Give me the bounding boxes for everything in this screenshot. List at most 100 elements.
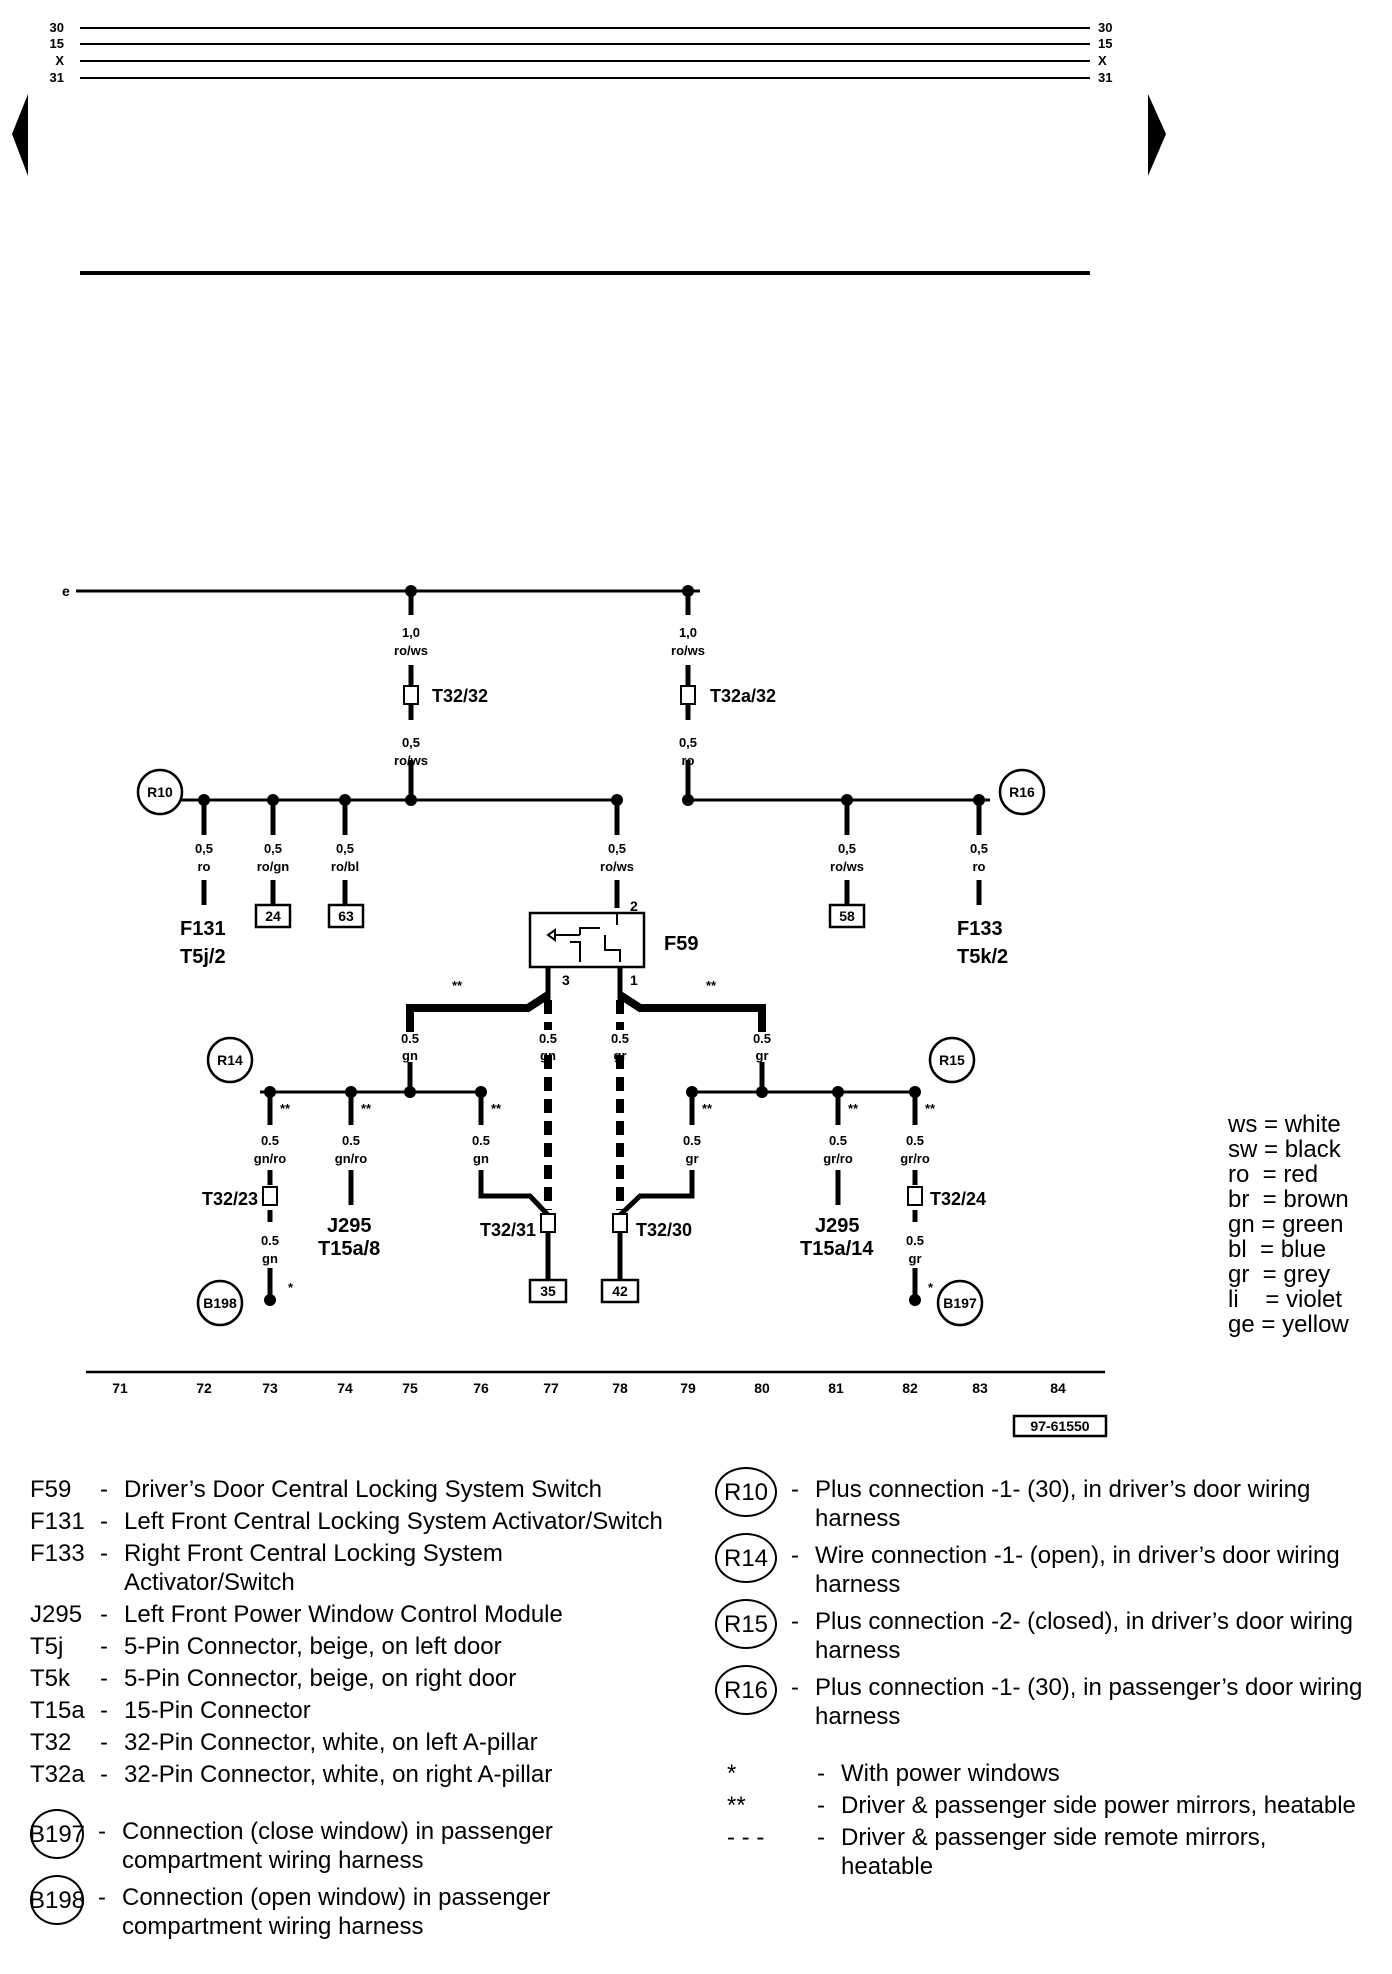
- node-label: R14: [217, 1052, 243, 1068]
- color-name: brown: [1283, 1186, 1349, 1213]
- color-key-row: ge = yellow: [1228, 1311, 1349, 1338]
- wire-size: 0.5: [472, 1133, 490, 1148]
- ref-label: 24: [265, 908, 281, 924]
- wire-color: gn: [540, 1048, 556, 1063]
- node-label: R15: [939, 1052, 965, 1068]
- wire-size: 0.5: [539, 1031, 557, 1046]
- color-name: yellow: [1282, 1311, 1349, 1338]
- legend-code: R15: [715, 1599, 777, 1649]
- wire-color: ro/gn: [257, 859, 290, 874]
- node-label: R16: [1009, 784, 1035, 800]
- bus-label-x-right: X: [1098, 53, 1107, 68]
- color-abbr: br: [1228, 1186, 1250, 1213]
- grid-number: 81: [828, 1380, 844, 1396]
- connector-t32-23-icon: [262, 1186, 278, 1206]
- component-f133: F133: [957, 918, 1003, 940]
- legend-desc: Connection (close window) in passenger c…: [122, 1818, 553, 1874]
- legend-desc: 32-Pin Connector, white, on left A-pilla…: [124, 1729, 538, 1756]
- legend-row: B198-Connection (open window) in passeng…: [29, 1875, 670, 1941]
- ref-box-24: [254, 903, 292, 929]
- legend-row: R14-Wire connection -1- (open), in drive…: [715, 1533, 1365, 1599]
- color-abbr: gn: [1228, 1211, 1255, 1238]
- color-name: white: [1284, 1111, 1341, 1138]
- wire-color: ro/ws: [600, 859, 634, 874]
- color-key-row: gr = grey: [1228, 1261, 1331, 1288]
- color-name: grey: [1283, 1261, 1331, 1288]
- legend-components: F59-Driver’s Door Central Locking System…: [29, 1475, 670, 1944]
- marker-double-asterisk: **: [848, 1101, 859, 1116]
- wire-size: 0.5: [342, 1133, 360, 1148]
- wire-size: 0.5: [401, 1031, 419, 1046]
- legend-desc: 5-Pin Connector, beige, on right door: [124, 1665, 517, 1692]
- connector-label-t32-31: T32/31: [480, 1220, 536, 1240]
- color-key-row: ro = red: [1228, 1161, 1319, 1188]
- legend-row: T15a-15-Pin Connector: [30, 1696, 670, 1725]
- legend-code: F59: [30, 1476, 72, 1503]
- connector-label-t32-23: T32/23: [202, 1189, 258, 1209]
- legend-symbol: - - -: [727, 1824, 765, 1851]
- legend-row: T5k-5-Pin Connector, beige, on right doo…: [30, 1664, 670, 1693]
- wire-size: 0,5: [838, 841, 856, 856]
- marker-double-asterisk: **: [361, 1101, 372, 1116]
- wire-color: gn: [262, 1251, 278, 1266]
- grid-number: 80: [754, 1380, 770, 1396]
- feed-label: e: [62, 583, 70, 599]
- grid-number: 72: [196, 1380, 212, 1396]
- ref-label: 63: [338, 908, 354, 924]
- wire-color: gr/ro: [823, 1151, 853, 1166]
- legend-desc: Left Front Central Locking System Activa…: [124, 1508, 663, 1535]
- node-r10: [136, 768, 184, 816]
- color-abbr: ws: [1228, 1111, 1258, 1138]
- wire-size: 1,0: [679, 625, 697, 640]
- circuit: [76, 589, 1105, 1374]
- legend-code: B198: [29, 1875, 85, 1925]
- node-b198: [196, 1279, 244, 1327]
- legend-code: T5j: [30, 1633, 64, 1660]
- marker-double-asterisk: **: [280, 1101, 291, 1116]
- color-key-row: ws = white: [1228, 1111, 1341, 1138]
- legend-row: T5j-5-Pin Connector, beige, on left door: [30, 1632, 670, 1661]
- component-f59: F59: [664, 933, 698, 955]
- legend-row: F59-Driver’s Door Central Locking System…: [30, 1475, 670, 1504]
- component-t5j: T5j/2: [180, 946, 226, 968]
- component-j295-left: J295: [327, 1215, 372, 1237]
- legend-desc: Driver’s Door Central Locking System Swi…: [124, 1476, 602, 1503]
- figure-id: 97-61550: [1030, 1418, 1089, 1434]
- legend-symbol: *: [727, 1760, 737, 1787]
- legend-code: R14: [715, 1533, 777, 1583]
- legend-desc: Right Front Central Locking System Activ…: [124, 1540, 503, 1596]
- legend-code: T32a: [30, 1761, 85, 1788]
- legend-desc: Plus connection -1- (30), in driver’s do…: [815, 1476, 1311, 1532]
- grid-number: 78: [612, 1380, 628, 1396]
- grid-number: 74: [337, 1380, 353, 1396]
- legend-desc: 15-Pin Connector: [124, 1697, 311, 1724]
- color-name: blue: [1280, 1236, 1327, 1263]
- marker-double-asterisk: **: [706, 978, 717, 993]
- wire-size: 0.5: [261, 1133, 279, 1148]
- legend-row: - - --Driver & passenger side remote mir…: [715, 1823, 1365, 1881]
- bus-lines: [80, 27, 1090, 79]
- wire-color: ro/ws: [394, 753, 428, 768]
- color-name: black: [1284, 1136, 1341, 1163]
- wire-color: ro: [682, 753, 695, 768]
- bus-label-15-right: 15: [1098, 36, 1112, 51]
- color-abbr: ro: [1228, 1161, 1250, 1188]
- wire-color: ro/bl: [331, 859, 359, 874]
- color-key-row: sw = black: [1228, 1136, 1341, 1163]
- page-prev-arrow-icon[interactable]: [12, 94, 28, 176]
- legend-row: *-With power windows: [715, 1759, 1365, 1788]
- wire-size: 0,5: [402, 735, 420, 750]
- marker-double-asterisk: **: [702, 1101, 713, 1116]
- legend-code: F133: [30, 1540, 85, 1567]
- switch-pin-2: 2: [630, 898, 638, 914]
- wire-color: gr: [686, 1151, 699, 1166]
- page-next-arrow-icon[interactable]: [1148, 94, 1166, 176]
- bus-label-31-left: 31: [50, 70, 64, 85]
- legend-code: T5k: [30, 1665, 71, 1692]
- connector-label-t32a-32: T32a/32: [710, 686, 776, 706]
- legend-desc: Driver & passenger side remote mirrors, …: [841, 1824, 1267, 1880]
- ref-label: 42: [612, 1283, 628, 1299]
- legend-code: R16: [715, 1665, 777, 1715]
- connector-t32-30-icon: [612, 1213, 628, 1233]
- legend-row: R10-Plus connection -1- (30), in driver’…: [715, 1467, 1365, 1533]
